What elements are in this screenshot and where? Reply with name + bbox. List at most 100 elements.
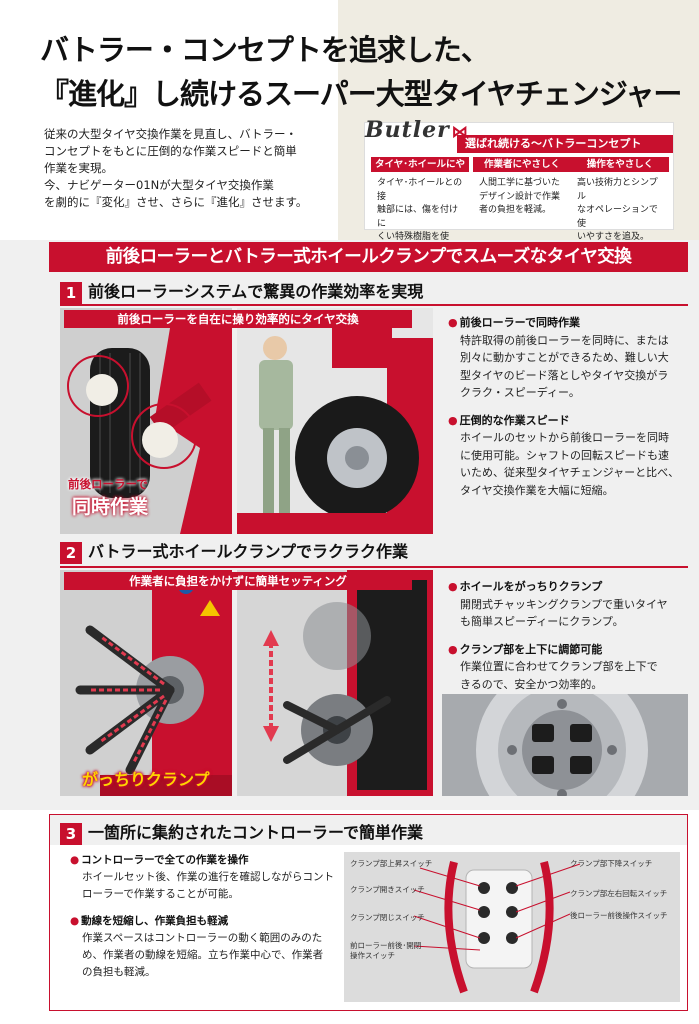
bullet-title-text: クランプ部を上下に調節可能 — [459, 642, 603, 656]
intro-text: 従来の大型タイヤ交換作業を見直し、バトラー・ コンセプトをもとに圧倒的な作業スピ… — [44, 126, 344, 211]
label-clamp-up: クランプ部上昇スイッチ — [350, 859, 433, 868]
bullet-body: 開閉式チャッキングクランプで重いタイヤ も簡単スピーディーにクランプ。 — [448, 596, 688, 631]
bullet-title: ●圧倒的な作業スピード — [448, 412, 688, 430]
bullet-dot-icon: ● — [448, 642, 458, 656]
butler-logo-text: Butler — [365, 117, 450, 143]
bullet-line: 作業スペースはコントローラーの動く範囲のみのた — [82, 932, 323, 944]
wheel-closeup-photo — [442, 694, 688, 796]
intro-line: 作業を実現。 — [44, 161, 113, 175]
bullet-title: ●前後ローラーで同時作業 — [448, 314, 688, 332]
label-front-roller-2: 操作スイッチ — [350, 951, 395, 960]
pillar-title: 操作をやさしく — [571, 157, 669, 172]
bullet-title-text: 前後ローラーで同時作業 — [459, 316, 580, 329]
clamp-photo: がっちりクランプ — [60, 570, 232, 796]
section-divider — [60, 304, 688, 306]
bullet-line: 特許取得の前後ローラーを同時に、または — [460, 333, 669, 347]
butler-concept-band: 選ばれ続ける～バトラーコンセプト — [457, 135, 673, 153]
page-headline: バトラー・コンセプトを追求した、 『進化』し続けるスーパー大型タイヤチェンジャー — [40, 28, 682, 116]
bullet-line: いため、従来型タイヤチェンジャーと比べ、 — [460, 466, 680, 479]
section-2-heading: 2 バトラー式ホイールクランプでラクラク作業 — [60, 540, 408, 564]
label-front-roller-1: 前ローラー前後･開閉 — [350, 941, 422, 950]
bullet-dot-icon: ● — [70, 915, 80, 927]
bullet-line: 作業位置に合わせてクランプ部を上下で — [460, 660, 658, 673]
concept-pillar: 操作をやさしく 高い技術力とシンプル なオペレーションで使 いやすさを追及。 — [571, 157, 669, 242]
controller-illustration — [344, 852, 680, 1002]
bullet-title: ●ホイールをがっちりクランプ — [448, 578, 688, 596]
pillar-line: いやすさを追及。 — [577, 232, 650, 242]
bullet-dot-icon: ● — [448, 413, 458, 427]
bullet-line: も簡単スピーディーにクランプ。 — [460, 615, 624, 628]
intro-line: を劇的に『変化』させ、さらに『進化』させます。 — [44, 195, 308, 209]
section-1-bullets: ●前後ローラーで同時作業 特許取得の前後ローラーを同時に、または 別々に動かすこ… — [448, 314, 688, 509]
wheel-closeup-illustration — [442, 694, 688, 796]
bullet-title-text: 圧倒的な作業スピード — [459, 413, 570, 427]
label-clamp-rotate: クランプ部左右回転スイッチ — [570, 889, 668, 898]
bullet-dot-icon: ● — [70, 854, 80, 866]
section-number: 3 — [60, 822, 82, 845]
roller-overlay-label: 前後ローラーで — [68, 477, 148, 491]
pillar-body: 高い技術力とシンプル なオペレーションで使 いやすさを追及。 — [571, 172, 669, 245]
pillar-line: 高い技術力とシンプル — [577, 178, 658, 202]
pillar-line: デザイン設計で作業 — [479, 191, 561, 202]
pillar-line: なオペレーションで使 — [577, 205, 658, 229]
bullet-line: クラク・スピーディー。 — [460, 386, 580, 399]
bullet-dot-icon: ● — [448, 580, 458, 593]
bullet-line: 型タイヤのビード落としやタイヤ交換がラ — [460, 368, 669, 382]
bullet-body: 作業スペースはコントローラーの動く範囲のみのた め、作業者の動線を短縮。立ち作業… — [70, 930, 338, 981]
concept-pillar: 作業者にやさしく 人間工学に基づいた デザイン設計で作業 者の負担を軽減。 — [473, 157, 571, 227]
roller-overlay-title: 同時作業 — [72, 496, 149, 518]
section-number: 1 — [60, 281, 82, 304]
label-rear-roller: 後ローラー前後操作スイッチ — [570, 911, 668, 920]
section-3-header-bar — [50, 815, 687, 845]
bullet-body: ホイールのセットから前後ローラーを同時 に使用可能。シャフトの回転スピードも速 … — [448, 429, 688, 499]
section-divider — [60, 566, 688, 568]
section-number: 2 — [60, 541, 82, 564]
bullet-body: 作業位置に合わせてクランプ部を上下で きるので、安全かつ効率的。 — [448, 658, 688, 693]
label-clamp-open: クランプ開きスイッチ — [350, 885, 425, 894]
bullet-line: 開閉式チャッキングクランプで重いタイヤ — [460, 597, 668, 611]
section-title: 一箇所に集約されたコントローラーで簡単作業 — [88, 823, 424, 842]
roller-photo: 前後ローラーで 同時作業 — [60, 308, 232, 534]
headline-line-2: 『進化』し続けるスーパー大型タイヤチェンジャー — [40, 77, 682, 111]
pillar-line: タイヤ･ホイールとの接 — [377, 178, 463, 202]
pillar-line: 触部には、傷を付けに — [377, 205, 459, 229]
section-2-bullets: ●ホイールをがっちりクランプ 開閉式チャッキングクランプで重いタイヤ も簡単スピ… — [448, 578, 688, 703]
bullet-line: タイヤ交換作業を大幅に短縮。 — [460, 483, 614, 497]
label-clamp-down: クランプ部下降スイッチ — [570, 859, 653, 868]
feature-banner: 前後ローラーとバトラー式ホイールクランプでスムーズなタイヤ交換 — [49, 242, 688, 272]
pillar-line: 人間工学に基づいた — [479, 178, 561, 188]
concept-pillar: タイヤ･ホイールにやさしく タイヤ･ホイールとの接 触部には、傷を付けに くい特… — [371, 157, 469, 256]
bullet-title-text: コントローラーで全ての作業を操作 — [81, 854, 249, 866]
intro-line: 今、ナビゲーター01Nが大型タイヤ交換作業 — [44, 178, 274, 192]
section-2-caption: 作業者に負担をかけずに簡単セッティング — [64, 572, 412, 590]
pillar-body: 人間工学に基づいた デザイン設計で作業 者の負担を軽減。 — [473, 172, 571, 218]
bullet-line: め、作業者の動線を短縮。立ち作業中心で、作業者 — [82, 949, 324, 961]
bullet-line: きるので、安全かつ効率的。 — [460, 677, 603, 691]
bullet-line: ローラーで作業することが可能。 — [82, 888, 239, 900]
clamp-height-photo — [237, 570, 433, 796]
section-title: 前後ローラーシステムで驚異の作業効率を実現 — [88, 282, 424, 301]
bullet-body: 特許取得の前後ローラーを同時に、または 別々に動かすことができるため、難しい大 … — [448, 332, 688, 402]
pillar-line: 者の負担を軽減。 — [479, 205, 552, 215]
clamp-illustration — [60, 570, 232, 796]
bullet-title: ●動線を短縮し、作業負担も軽減 — [70, 913, 338, 930]
section-1-heading: 1 前後ローラーシステムで驚異の作業効率を実現 — [60, 280, 423, 304]
bullet-title: ●コントローラーで全ての作業を操作 — [70, 852, 338, 869]
headline-line-1: バトラー・コンセプトを追求した、 — [40, 33, 490, 67]
bullet-title: ●クランプ部を上下に調節可能 — [448, 641, 688, 659]
bullet-title-text: ホイールをがっちりクランプ — [459, 580, 603, 593]
intro-line: 従来の大型タイヤ交換作業を見直し、バトラー・ — [44, 127, 297, 141]
bullet-line: に使用可能。シャフトの回転スピードも速 — [460, 448, 669, 462]
section-3-heading: 3 一箇所に集約されたコントローラーで簡単作業 — [60, 821, 423, 845]
section-title: バトラー式ホイールクランプでラクラク作業 — [88, 542, 409, 561]
bullet-line: 別々に動かすことができるため、難しい大 — [460, 351, 669, 364]
bullet-line: の負担も軽減。 — [82, 966, 156, 978]
bullet-line: ホイールセット後、作業の進行を確認しながらコント — [82, 871, 334, 883]
clamp-overlay-label: がっちりクランプ — [82, 770, 210, 789]
bullet-body: ホイールセット後、作業の進行を確認しながらコント ローラーで作業することが可能。 — [70, 869, 338, 903]
butler-logo: Butler⋈ — [365, 117, 469, 143]
operator-photo — [237, 308, 433, 534]
bullet-title-text: 動線を短縮し、作業負担も軽減 — [81, 915, 229, 927]
section-3-bullets: ●コントローラーで全ての作業を操作 ホイールセット後、作業の進行を確認しながらコ… — [70, 852, 338, 991]
operator-illustration — [237, 308, 433, 534]
